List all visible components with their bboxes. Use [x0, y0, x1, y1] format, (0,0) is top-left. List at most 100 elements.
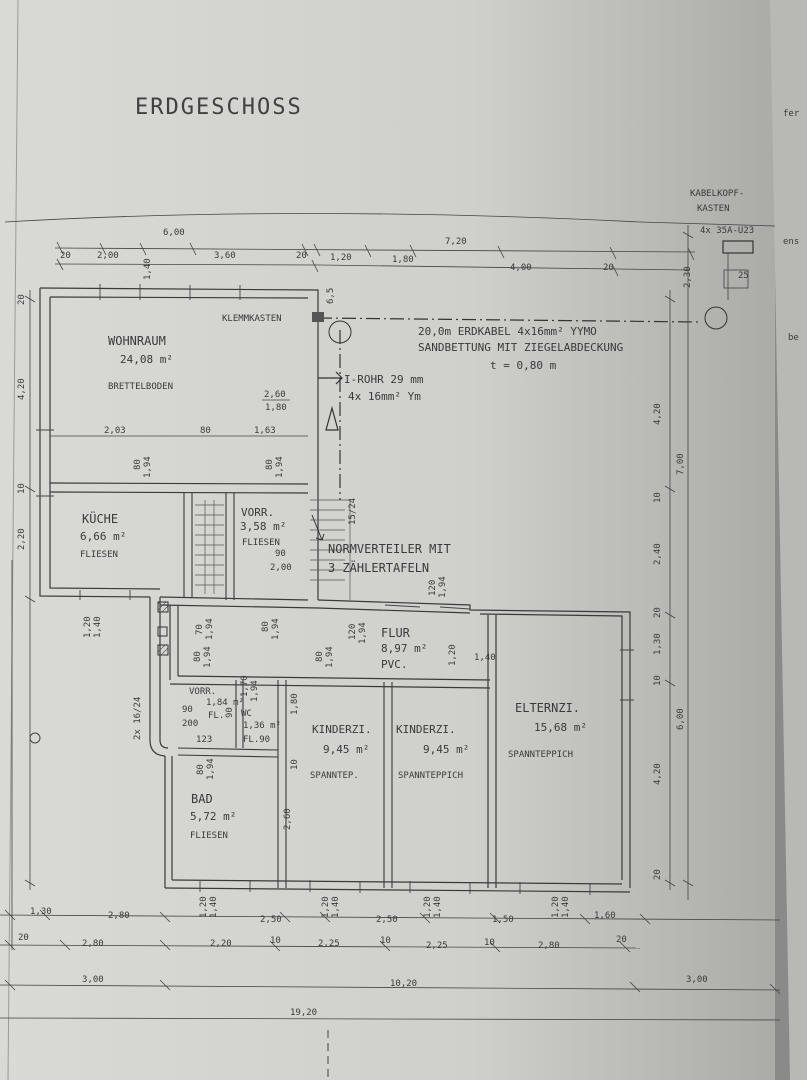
- dim-inner: 1,94: [438, 576, 448, 598]
- dim-right: 20: [653, 869, 663, 880]
- cable-junction-circle: [328, 320, 352, 344]
- dim-inner: 1,94: [358, 622, 368, 644]
- dim-inner: 1,94: [203, 646, 213, 668]
- dim-bottom: 2,25: [318, 939, 340, 949]
- margin-text-c: be: [788, 333, 799, 343]
- dim-inner: 2,00: [270, 563, 292, 573]
- dim-bottom: 1,20: [321, 896, 331, 918]
- dim-bottom: 1,20: [423, 896, 433, 918]
- openings: [36, 284, 634, 895]
- dim-bottom: 1,40: [561, 896, 571, 918]
- cable-route: [317, 317, 701, 500]
- dim-inner: 80: [193, 651, 203, 662]
- room-area: 15,68 m²: [534, 721, 587, 734]
- cable-note-line2: SANDBETTUNG MIT ZIEGELABDECKUNG: [418, 341, 623, 354]
- bottom-dim-labels: 1,30 2,80 1,20 2,50 1,20 2,50 1,20 1,50 …: [18, 896, 708, 1018]
- dim-inner: 1,80: [290, 693, 300, 715]
- dim-inner: 200: [182, 719, 198, 729]
- room-name: VORR.: [241, 506, 274, 519]
- room-floor: FL.: [208, 711, 224, 721]
- rohr-note: I-ROHR 29 mm 4x 16mm² Ym: [344, 373, 424, 403]
- dim-inner: 123: [196, 735, 212, 745]
- dim-inner: 80: [196, 764, 206, 775]
- dim-inner: 1,94: [205, 618, 215, 640]
- room-floor: FLIESEN: [80, 550, 118, 560]
- dim-bottom: 2,80: [538, 941, 560, 951]
- dim-inner: 90: [182, 705, 193, 715]
- dim-left: 1,40: [93, 616, 103, 638]
- dim-right: 1,30: [653, 633, 663, 655]
- room-name: KÜCHE: [82, 510, 118, 526]
- chimney-square-2: [157, 626, 168, 637]
- dim-inner: 1,63: [254, 426, 276, 436]
- dim-bottom: 10: [380, 936, 391, 946]
- dim-bottom: 1,30: [30, 907, 52, 917]
- dim-bottom: 1,40: [433, 896, 443, 918]
- cable-end-circle: [704, 306, 728, 330]
- cable-note-line3: t = 0,80 m: [490, 359, 557, 372]
- room-elternzi: ELTERNZI. 15,68 m² SPANNTEPPICH: [508, 701, 587, 760]
- top-dimensions: [0, 213, 781, 1021]
- dim-inner: 2,60: [264, 390, 286, 400]
- dim-2-30-vert: 2,30: [683, 266, 693, 288]
- dim-bottom: 20: [18, 933, 29, 943]
- dim-bottom: 19,20: [290, 1008, 317, 1018]
- cable-box-line2: KASTEN: [697, 204, 730, 214]
- distributor-note-line2: 3 ZÄHLERTAFELN: [328, 560, 429, 575]
- dim-inner: 120: [348, 624, 358, 640]
- dim-inner: 80: [133, 459, 143, 470]
- dim-20-b: 20: [296, 251, 307, 261]
- dim-3-60: 3,60: [214, 251, 236, 261]
- dim-bottom: 1,20: [199, 896, 209, 918]
- dim-left: 20: [17, 294, 27, 305]
- dim-inner: 70: [195, 624, 205, 635]
- room-floor: FLIESEN: [242, 538, 280, 548]
- dim-right: 10: [653, 675, 663, 686]
- paper-sheet: [0, 0, 790, 1080]
- dim-inner: 1,94: [143, 456, 153, 478]
- fold-line: [7, 0, 19, 1080]
- klemmkasten-label: KLEMMKASTEN: [222, 314, 282, 324]
- dim-bottom: 1,60: [594, 911, 616, 921]
- room-floor: FL.90: [243, 735, 270, 745]
- room-floor: SPANNTEPPICH: [398, 771, 463, 781]
- dim-bottom: 3,00: [82, 975, 104, 985]
- room-wohnraum: WOHNRAUM 24,08 m² BRETTELBODEN: [108, 334, 173, 392]
- right-sheet-under: [770, 0, 807, 1080]
- room-area: 9,45 m²: [323, 743, 369, 756]
- dim-left: 2,20: [17, 528, 27, 550]
- cable-note: 20,0m ERDKABEL 4x16mm² YYMO SANDBETTUNG …: [418, 325, 623, 372]
- room-name: BAD: [191, 792, 213, 806]
- room-kinderzi-2: KINDERZI. 9,45 m² SPANNTEPPICH: [396, 723, 469, 781]
- room-vorr-2: VORR. 1,84 m² FL.: [189, 687, 244, 721]
- dim-right: 7,00: [676, 453, 686, 475]
- dim-bottom: 1,40: [209, 896, 219, 918]
- cable-box-symbol: [722, 240, 754, 254]
- dim-inner: 80: [265, 459, 275, 470]
- page-title: ERDGESCHOSS: [135, 95, 303, 120]
- dim-bottom: 2,80: [108, 911, 130, 921]
- section-arrow-a: [325, 405, 339, 431]
- chimney-square-3: [157, 644, 169, 656]
- cable-box-label: KABELKOPF- KASTEN 4x 35A-U23: [690, 189, 754, 236]
- dim-inner: 1,40: [474, 653, 496, 663]
- room-area: 8,97 m²: [381, 642, 427, 655]
- dim-inner: 90: [275, 549, 286, 559]
- left-dim-labels: 20 4,20 10 2,20 1,20 1,40 2x 16/24: [17, 294, 143, 740]
- walls: [39, 287, 631, 893]
- dim-bottom: 10,20: [390, 979, 417, 989]
- dim-right: 2,40: [653, 543, 663, 565]
- room-floor: BRETTELBODEN: [108, 382, 173, 392]
- dim-6-5-vert: 6,5: [326, 288, 336, 304]
- room-area: 6,66 m²: [80, 530, 126, 543]
- dim-bottom: 2,50: [260, 915, 282, 925]
- cable-box-line1: KABELKOPF-: [690, 189, 744, 199]
- room-name: KINDERZI.: [396, 723, 456, 736]
- room-name: FLUR: [381, 626, 411, 640]
- dim-inner: 2,60: [283, 808, 293, 830]
- room-area: 3,58 m²: [240, 520, 286, 533]
- chimney-square-1: [157, 601, 169, 613]
- dim-left: 4,20: [17, 378, 27, 400]
- cable-box-post: [723, 269, 749, 289]
